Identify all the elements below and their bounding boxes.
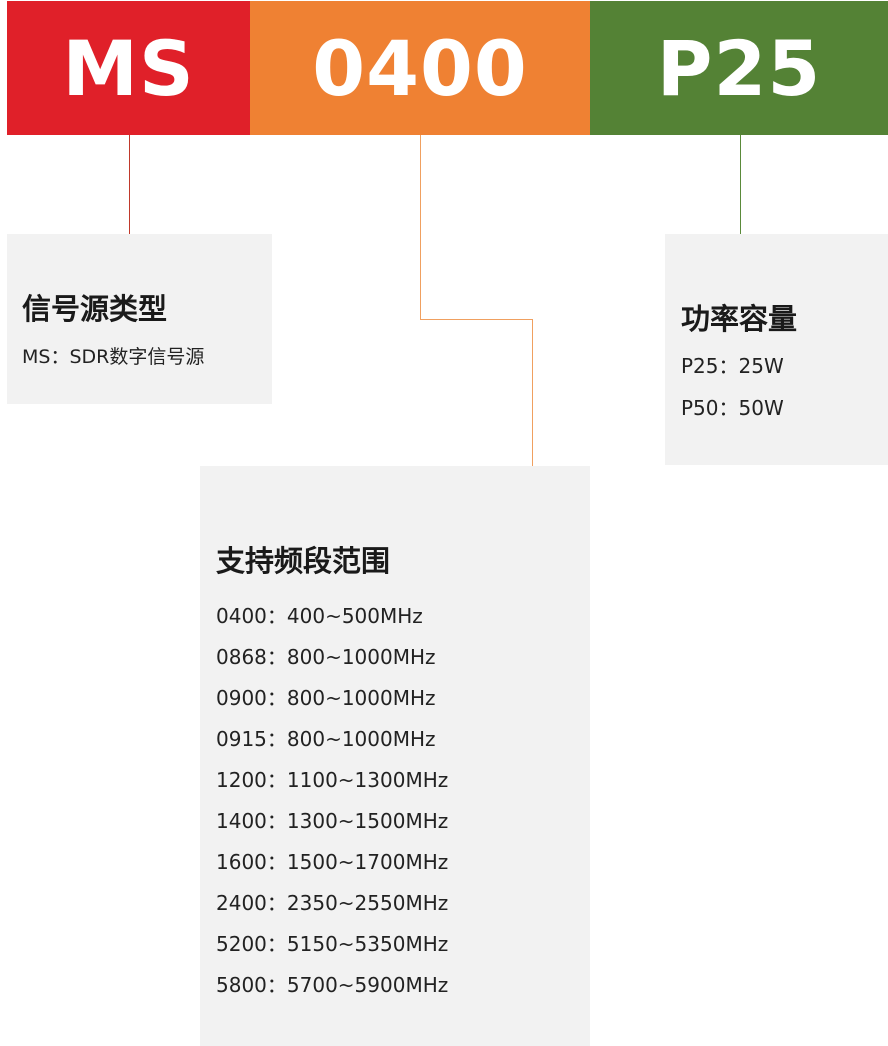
connector-freq-v1 <box>420 135 421 320</box>
freq-range-list: 0400：400~500MHz 0868：800~1000MHz 0900：80… <box>216 596 590 1006</box>
freq-item: 1600：1500~1700MHz <box>216 850 449 874</box>
signal-type-item: MS：SDR数字信号源 <box>22 346 205 368</box>
freq-range-title: 支持频段范围 <box>216 544 391 578</box>
freq-item: 0900：800~1000MHz <box>216 686 436 710</box>
power-item: P50：50W <box>681 396 784 420</box>
code-segment-power-text: P25 <box>656 23 822 113</box>
freq-item: 0400：400~500MHz <box>216 604 423 628</box>
connector-freq-h <box>420 319 533 320</box>
code-segment-ms: MS <box>7 1 250 135</box>
freq-item: 0915：800~1000MHz <box>216 727 436 751</box>
freq-item: 5200：5150~5350MHz <box>216 932 449 956</box>
freq-range-box: 支持频段范围 0400：400~500MHz 0868：800~1000MHz … <box>200 466 590 1046</box>
freq-item: 2400：2350~2550MHz <box>216 891 449 915</box>
connector-signal <box>129 135 130 234</box>
freq-item: 1400：1300~1500MHz <box>216 809 449 833</box>
connector-power <box>740 135 741 234</box>
signal-type-box: 信号源类型 MS：SDR数字信号源 <box>7 234 272 404</box>
power-item: P25：25W <box>681 354 784 378</box>
power-capacity-box: 功率容量 P25：25W P50：50W <box>665 234 888 465</box>
code-segment-freq: 0400 <box>250 1 590 135</box>
freq-item: 1200：1100~1300MHz <box>216 768 449 792</box>
power-capacity-title: 功率容量 <box>681 302 798 336</box>
code-segment-freq-text: 0400 <box>312 23 528 113</box>
freq-item: 5800：5700~5900MHz <box>216 973 449 997</box>
code-segment-ms-text: MS <box>62 23 195 113</box>
freq-item: 0868：800~1000MHz <box>216 645 436 669</box>
signal-type-title: 信号源类型 <box>22 292 168 326</box>
connector-freq-v2 <box>532 319 533 466</box>
code-segment-power: P25 <box>590 1 888 135</box>
